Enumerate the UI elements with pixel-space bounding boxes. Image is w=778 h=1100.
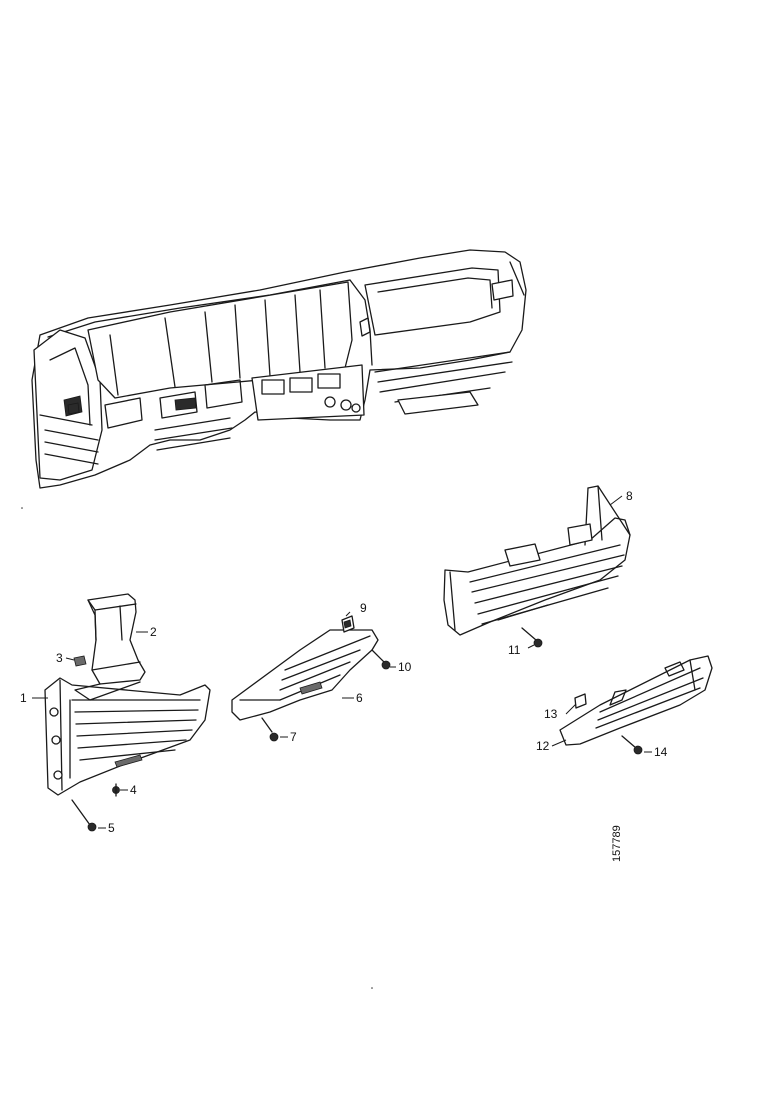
callout-3: 3 xyxy=(56,651,63,665)
part-7-screw xyxy=(261,717,279,742)
part-3-clip xyxy=(73,655,87,667)
callout-4: 4 xyxy=(130,783,137,797)
dashboard-assembly xyxy=(31,249,527,489)
part-13-clip xyxy=(574,693,587,709)
callout-10: 10 xyxy=(398,660,412,674)
part-11-screw xyxy=(521,627,543,648)
callout-14: 14 xyxy=(654,745,668,759)
figure-code: 157789 xyxy=(611,825,623,862)
scan-speck xyxy=(371,987,373,989)
callout-2: 2 xyxy=(150,625,157,639)
callout-5: 5 xyxy=(108,821,115,835)
callout-12: 12 xyxy=(536,739,550,753)
part-1-left-lower-panel xyxy=(44,677,211,796)
callout-13: 13 xyxy=(544,707,558,721)
leader-lines xyxy=(32,495,652,829)
part-9-clip xyxy=(341,615,355,633)
part-12-right-grille xyxy=(559,655,713,746)
part-6-center-lower-panel xyxy=(231,629,379,721)
part-2-air-duct xyxy=(74,593,146,701)
callout-7: 7 xyxy=(290,730,297,744)
part-4-fastener xyxy=(112,783,120,797)
part-8-right-lower-trim xyxy=(443,485,631,636)
scan-speck xyxy=(21,507,23,509)
part-14-screw xyxy=(621,735,643,755)
callout-1: 1 xyxy=(20,691,27,705)
callout-labels: 1 2 3 4 5 6 7 8 9 10 11 12 13 14 xyxy=(20,489,668,835)
part-5-screw xyxy=(71,799,97,832)
callout-8: 8 xyxy=(626,489,633,503)
callout-6: 6 xyxy=(356,691,363,705)
callout-9: 9 xyxy=(360,601,367,615)
callout-11: 11 xyxy=(508,643,521,657)
part-10-screw xyxy=(371,649,391,670)
